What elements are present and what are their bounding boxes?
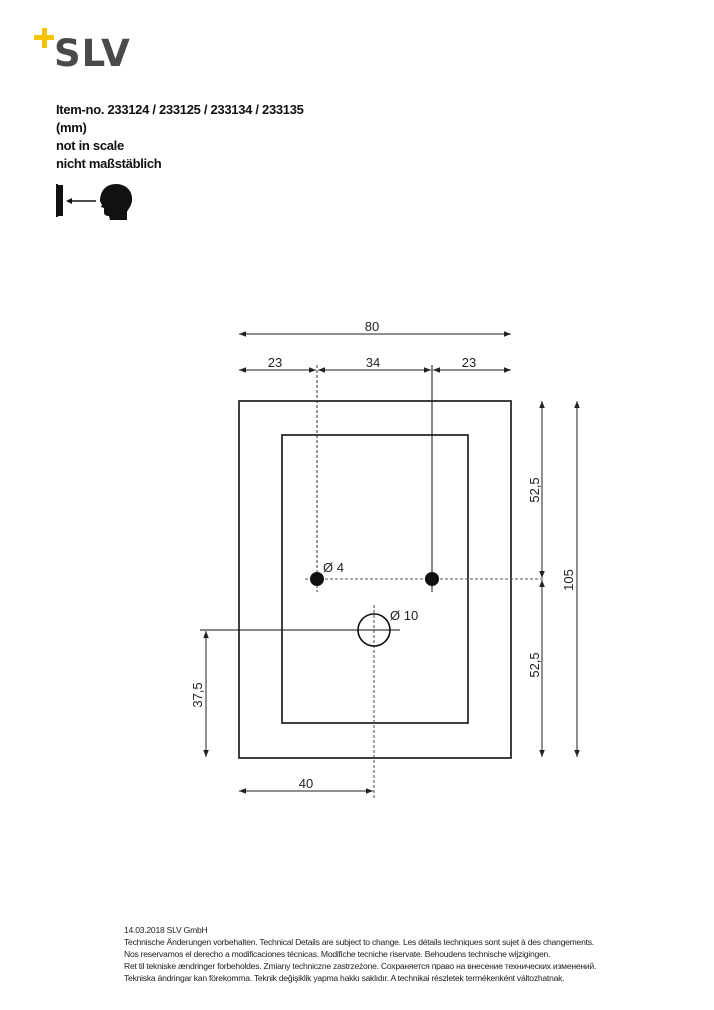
dim-upper-half: 52,5 xyxy=(527,477,542,502)
dim-total-width: 80 xyxy=(365,319,379,334)
screw-hole-left xyxy=(310,572,324,586)
dim-cable-hole-from-bottom: 37,5 xyxy=(190,682,205,707)
footer-line: Tekniska ändringar kan förekomma. Teknik… xyxy=(124,973,565,983)
dim-total-height: 105 xyxy=(561,569,576,591)
dim-right-offset: 23 xyxy=(462,355,476,370)
footer-date-company: 14.03.2018 SLV GmbH xyxy=(124,925,208,935)
item-number: Item-no. 233124 / 233125 / 233134 / 2331… xyxy=(56,102,304,117)
scale-note-en: not in scale xyxy=(56,138,124,153)
screw-hole-right xyxy=(425,572,439,586)
cable-hole xyxy=(357,613,391,647)
plus-mark-icon xyxy=(34,28,54,48)
footer-line: Ret til tekniske ændringer forbeholdes. … xyxy=(124,961,597,971)
dim-left-offset: 23 xyxy=(268,355,282,370)
footer-line: Nos reservamos el derecho a modificacion… xyxy=(124,949,551,959)
screw-hole-diameter-label: Ø 4 xyxy=(323,560,344,575)
cable-hole-diameter-label: Ø 10 xyxy=(390,608,418,623)
header-info: Item-no. 233124 / 233125 / 233134 / 2331… xyxy=(56,101,304,173)
unit-label: (mm) xyxy=(56,120,87,135)
footer-line: Technische Änderungen vorbehalten. Techn… xyxy=(124,937,594,947)
scale-note-de: nicht maßstäblich xyxy=(56,156,162,171)
dim-hole-spacing: 34 xyxy=(366,355,380,370)
footer-disclaimer: 14.03.2018 SLV GmbH Technische Änderunge… xyxy=(124,924,596,984)
dim-lower-half: 52,5 xyxy=(527,652,542,677)
viewing-direction-icon xyxy=(56,184,132,220)
dim-cable-hole-from-left: 40 xyxy=(299,776,313,791)
logo-text: SLV xyxy=(54,32,131,75)
slv-logo: SLV xyxy=(34,28,144,76)
